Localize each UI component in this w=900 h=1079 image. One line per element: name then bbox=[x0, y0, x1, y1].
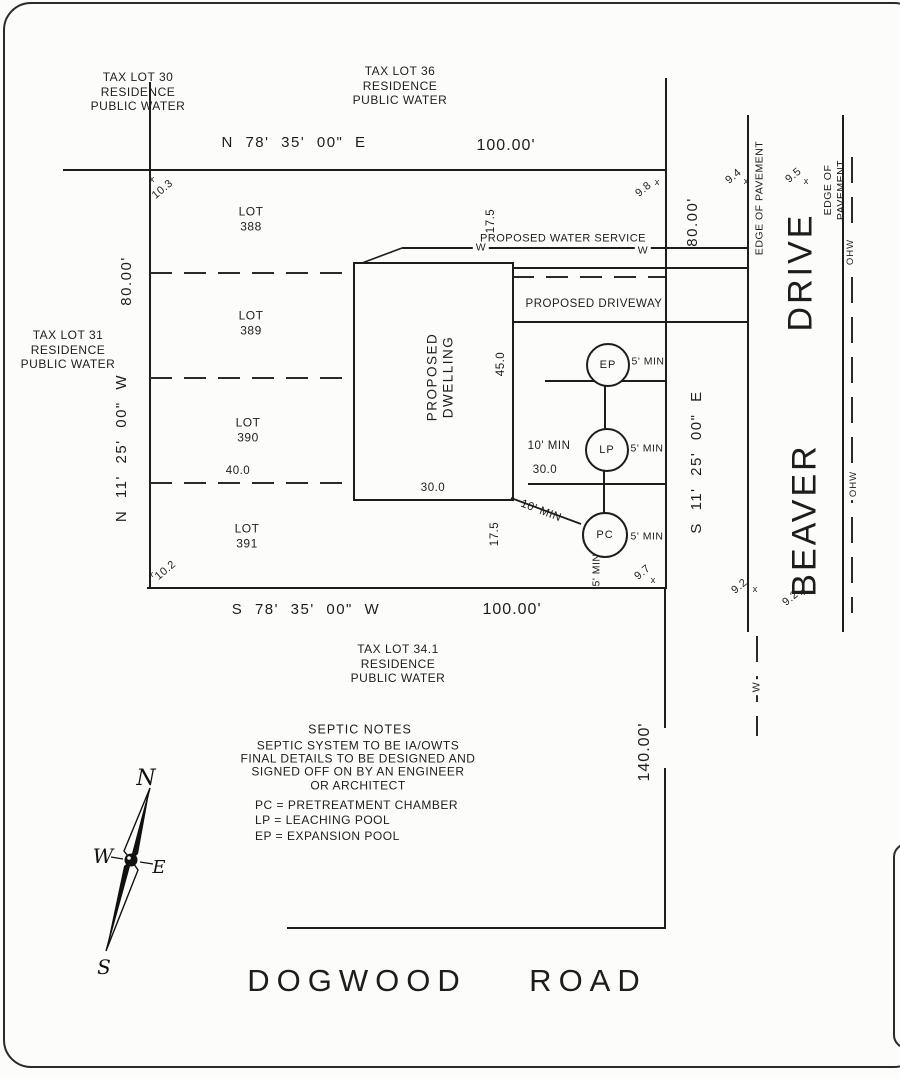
tax-lot-36-label: TAX LOT 36 RESIDENCE PUBLIC WATER bbox=[352, 64, 448, 108]
driveway-north-line bbox=[510, 267, 748, 269]
east-road-dimension: 140.00' bbox=[636, 722, 654, 782]
lot-388-label: LOT 388 bbox=[238, 204, 264, 233]
proposed-dwelling-outline bbox=[353, 262, 514, 501]
pc-clearance-south: 5' MIN bbox=[590, 553, 603, 587]
spot-mark-ne: x bbox=[654, 177, 660, 187]
east-boundary-line bbox=[665, 78, 668, 588]
septic-legend-lp: LP = LEACHING POOL bbox=[255, 813, 391, 827]
pc-clearance: 5' MIN bbox=[630, 530, 664, 543]
water-marker-3: W bbox=[750, 678, 764, 696]
leaching-pool-label: LP bbox=[599, 444, 615, 456]
east-road-line-lower bbox=[664, 768, 666, 929]
ep-lp-connector bbox=[604, 383, 606, 429]
edge-of-pavement-west-label: EDGE OF PAVEMENT bbox=[753, 140, 766, 256]
lp-clearance: 5' MIN bbox=[630, 442, 664, 455]
water-service-label: PROPOSED WATER SERVICE bbox=[476, 232, 650, 246]
dwelling-width-dim: 30.0 bbox=[420, 481, 446, 494]
dogwood-road-line bbox=[287, 927, 666, 929]
lot-line-390-391-east bbox=[528, 483, 667, 485]
water-marker-1: W bbox=[472, 241, 490, 255]
tax-lot-30-label: TAX LOT 30 RESIDENCE PUBLIC WATER bbox=[90, 70, 186, 114]
lot-line-388-389-east bbox=[512, 276, 665, 278]
driveway-label: PROPOSED DRIVEWAY bbox=[525, 297, 663, 310]
edge-of-pavement-east-label: EDGE OF PAVEMENT bbox=[822, 159, 847, 221]
south-bearing: S 78' 35' 00" W bbox=[231, 600, 381, 618]
septic-notes-body: SEPTIC SYSTEM TO BE IA/OWTS FINAL DETAIL… bbox=[240, 738, 476, 793]
setback-17-5-bottom: 17.5 bbox=[488, 521, 501, 547]
lot-line-388-389-west bbox=[150, 272, 352, 274]
setback-17-5-top: 17.5 bbox=[484, 208, 497, 234]
lot-line-390-391-west bbox=[150, 482, 352, 484]
overhead-wires-line bbox=[851, 157, 853, 613]
water-service-line bbox=[402, 247, 747, 249]
ep-clearance: 5' MIN bbox=[631, 355, 665, 368]
sheet-border bbox=[3, 2, 900, 1068]
east-road-line-upper bbox=[664, 588, 666, 728]
street-name-beaver: BEAVER bbox=[785, 443, 824, 597]
east-dimension: 80.00' bbox=[683, 197, 701, 247]
septic-legend-ep: EP = EXPANSION POOL bbox=[255, 829, 400, 843]
spot-mark-road-nw: x bbox=[743, 176, 749, 186]
spot-mark-road-se: x bbox=[800, 587, 806, 597]
pretreatment-chamber-label: PC bbox=[596, 529, 614, 541]
spot-mark-sw: x bbox=[148, 569, 154, 579]
south-dimension: 100.00' bbox=[482, 601, 542, 619]
edge-of-pavement-east-line bbox=[842, 115, 844, 632]
leaching-pool-circle: LP bbox=[585, 428, 629, 472]
lot-line-389-390-west bbox=[150, 377, 352, 379]
east-bearing: S 11' 25' 00" E bbox=[687, 390, 705, 534]
ohw-label-north: OHW bbox=[845, 235, 857, 269]
north-boundary-line bbox=[63, 169, 667, 172]
edge-of-pavement-west-line bbox=[747, 115, 749, 632]
tax-lot-31-label: TAX LOT 31 RESIDENCE PUBLIC WATER bbox=[20, 328, 116, 372]
north-dimension: 100.00' bbox=[476, 137, 536, 155]
west-bearing: N 11' 25' 00" W bbox=[112, 373, 130, 523]
west-boundary-line bbox=[149, 82, 152, 588]
spot-mark-road-ne: x bbox=[803, 176, 809, 186]
driveway-south-line bbox=[510, 321, 748, 323]
tax-lot-34-1-label: TAX LOT 34.1 RESIDENCE PUBLIC WATER bbox=[350, 642, 446, 686]
lot-390-label: LOT 390 bbox=[235, 415, 261, 444]
pretreatment-chamber-circle: PC bbox=[582, 512, 628, 558]
lot-391-label: LOT 391 bbox=[234, 521, 260, 550]
west-dimension: 80.00' bbox=[117, 256, 135, 306]
clearance-10-min: 10' MIN bbox=[527, 439, 571, 452]
proposed-dwelling-label: PROPOSED DWELLING bbox=[424, 332, 456, 422]
street-name-drive: DRIVE bbox=[781, 212, 820, 332]
lp-pc-connector bbox=[603, 468, 605, 513]
ohw-label-south: OHW bbox=[848, 467, 860, 501]
lot-line-40-dim: 40.0 bbox=[225, 464, 251, 477]
expansion-pool-label: EP bbox=[599, 359, 617, 371]
south-boundary-line bbox=[147, 587, 667, 590]
dwelling-depth-dim: 45.0 bbox=[494, 351, 507, 377]
spot-mark-nw: x bbox=[149, 174, 155, 184]
septic-legend-pc: PC = PRETREATMENT CHAMBER bbox=[255, 798, 459, 812]
expansion-pool-circle: EP bbox=[586, 343, 630, 387]
septic-spacing-30: 30.0 bbox=[532, 463, 558, 476]
north-bearing: N 78' 35' 00" E bbox=[221, 133, 367, 151]
lot-389-label: LOT 389 bbox=[238, 308, 264, 337]
septic-notes-title: SEPTIC NOTES bbox=[308, 722, 412, 737]
paper-edge-shape bbox=[893, 843, 900, 1049]
spot-mark-road-sw: x bbox=[752, 584, 758, 594]
spot-mark-se: x bbox=[650, 575, 656, 585]
street-name-dogwood: DOGWOOD ROAD bbox=[247, 963, 647, 999]
water-marker-2: W bbox=[634, 244, 652, 258]
